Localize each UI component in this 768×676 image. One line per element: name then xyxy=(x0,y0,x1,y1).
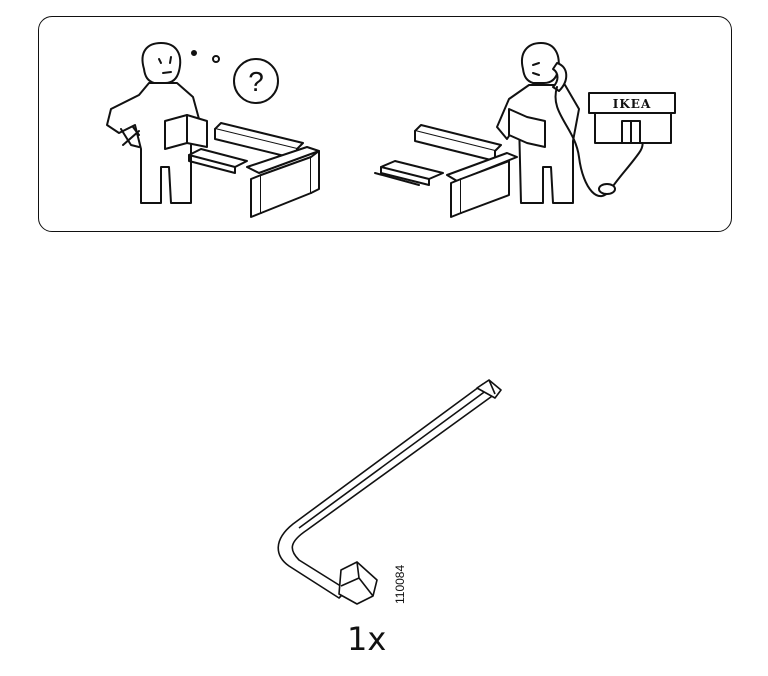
allen-key-icon xyxy=(277,379,502,605)
left-furniture-parts-icon xyxy=(188,122,320,218)
confused-person-figure xyxy=(106,42,220,204)
ikea-store-icon: IKEA xyxy=(588,92,676,144)
part-quantity: 1x xyxy=(347,620,387,658)
person-on-phone-figure xyxy=(496,42,644,204)
right-furniture-parts-icon xyxy=(374,124,518,218)
part-code-text: 110084 xyxy=(393,565,407,604)
question-bubble: ? xyxy=(233,58,279,104)
help-panel: ? xyxy=(38,16,732,232)
question-mark-text: ? xyxy=(248,66,264,97)
help-illustration: ? xyxy=(106,42,676,218)
part-code-label: 110084 xyxy=(393,565,407,604)
ikea-sign-text: IKEA xyxy=(613,97,652,111)
